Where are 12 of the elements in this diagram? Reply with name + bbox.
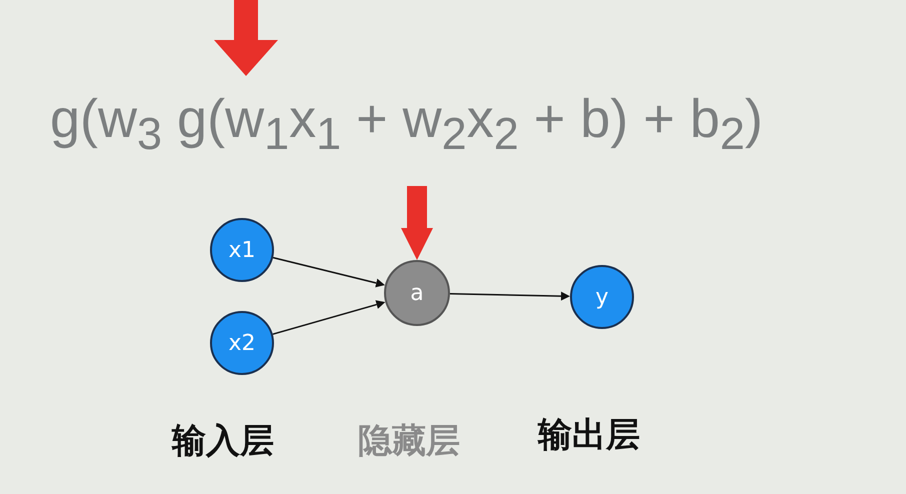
arrow <box>401 186 433 260</box>
layer-label: 输出层 <box>538 414 640 457</box>
neuron-circle: x1 <box>210 218 274 282</box>
arrow <box>450 292 570 301</box>
neuron-circle: y <box>570 265 634 329</box>
formula: g(w$_{3}$ g(w$_{1}$x$_{1}$ + w$_{2}$x$_{2}$ + b) + b$_{2}$) <box>50 92 763 156</box>
layer-label: 隐藏层 <box>358 420 460 463</box>
layer-label: 输入层 <box>172 420 274 463</box>
arrow <box>272 300 386 335</box>
neuron-circle: x2 <box>210 311 274 375</box>
neuron-circle: a <box>384 260 450 326</box>
arrow <box>272 256 385 288</box>
